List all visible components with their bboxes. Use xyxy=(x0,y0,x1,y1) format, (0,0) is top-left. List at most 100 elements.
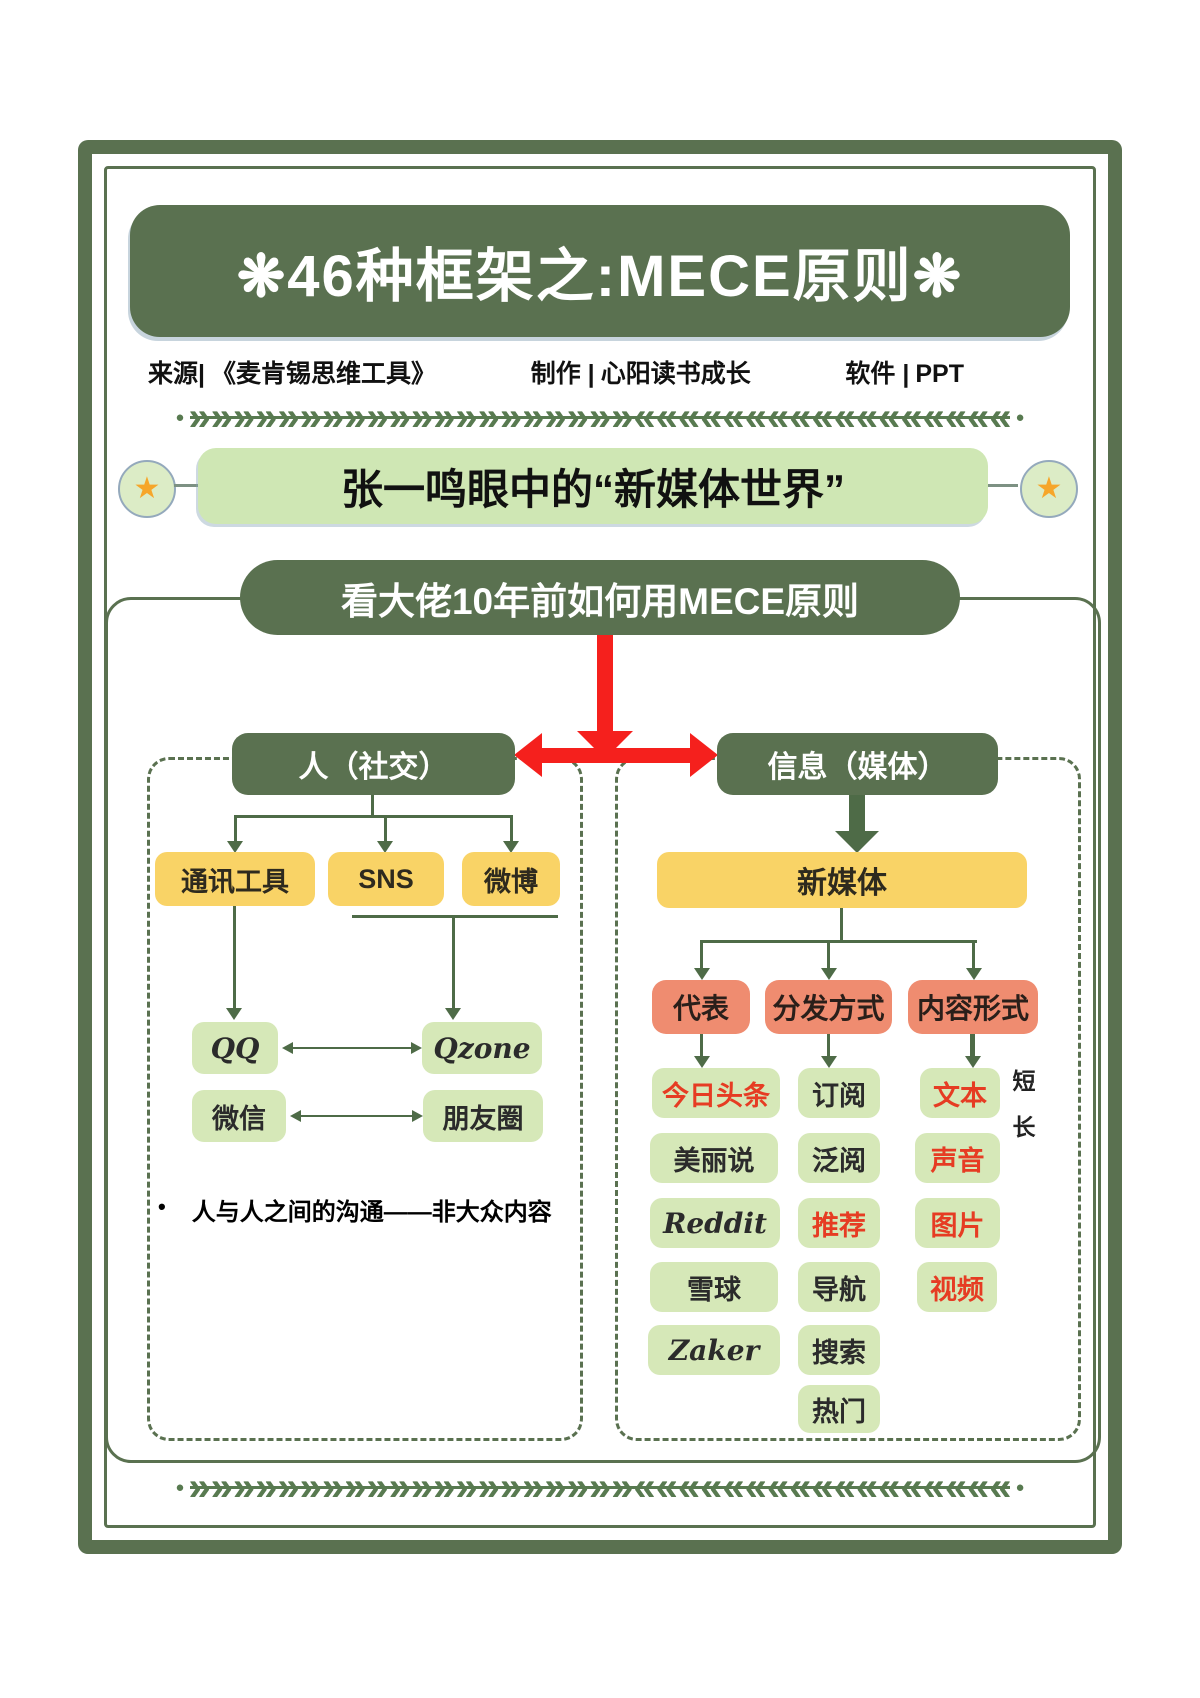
page-title: ❋46种框架之:MECE原则❋ xyxy=(130,205,1070,337)
connector-line xyxy=(972,940,975,970)
arrow-down-icon xyxy=(694,1056,710,1068)
connector-line xyxy=(371,795,374,817)
arrow-down-icon xyxy=(503,841,519,853)
node-weibo: 微博 xyxy=(462,852,560,906)
credit-source-value: 《麦肯锡思维工具》 xyxy=(211,360,437,388)
arrow-down-icon xyxy=(821,968,837,980)
node-audio-form: 声音 xyxy=(915,1133,1000,1183)
node-navigation: 导航 xyxy=(798,1262,880,1312)
arrow-left-icon xyxy=(290,1110,301,1122)
node-hot: 热门 xyxy=(798,1385,880,1433)
node-distribution: 分发方式 xyxy=(765,980,892,1034)
divider-dot-icon: ● xyxy=(175,1478,185,1496)
credit-source: 来源|《麦肯锡思维工具》 xyxy=(148,354,442,390)
connector-line xyxy=(233,906,236,1010)
node-video-form: 视频 xyxy=(917,1262,997,1312)
block-arrow-stem xyxy=(849,795,865,831)
node-xueqiu: 雪球 xyxy=(650,1262,778,1312)
node-comm-tools: 通讯工具 xyxy=(155,852,315,906)
outer-frame xyxy=(78,140,1122,1554)
leaf-divider-bottom: ● »»»»»»»»»»»»»»»»»»»» «««««««««««««««««… xyxy=(150,1466,1050,1508)
arrow-right-icon xyxy=(411,1042,422,1054)
node-moments: 朋友圈 xyxy=(423,1090,543,1142)
node-wechat: 微信 xyxy=(192,1090,286,1142)
credits-row: 来源|《麦肯锡思维工具》 制作 |心阳读书成长 软件 |PPT xyxy=(148,352,970,392)
red-arrow-head-left-icon xyxy=(514,733,542,777)
red-arrow-stem-vertical xyxy=(597,633,613,733)
bullet-icon: • xyxy=(158,1194,166,1219)
credit-software-label: 软件 | xyxy=(845,360,910,388)
credit-source-label: 来源| xyxy=(148,360,205,388)
arrow-down-icon xyxy=(227,841,243,853)
leaf-chevrons-forward-icon: »»»»»»»»»»»»»»»»»»»» xyxy=(188,395,634,439)
connector-line xyxy=(700,940,703,970)
arrow-left-icon xyxy=(282,1042,293,1054)
node-recommend: 推荐 xyxy=(798,1198,880,1248)
connector-line xyxy=(840,908,843,942)
node-qzone: Qzone xyxy=(422,1022,542,1074)
divider-stem xyxy=(190,1486,1010,1489)
arrow-down-icon xyxy=(694,968,710,980)
connector-line xyxy=(452,915,455,1010)
length-note: 短 长 xyxy=(1008,1062,1040,1142)
social-note: • 人与人之间的沟通——非大众内容 xyxy=(152,1192,572,1227)
connector-line xyxy=(384,815,387,843)
connector-line xyxy=(970,1034,975,1058)
node-text-form: 文本 xyxy=(920,1068,1000,1118)
subtitle-pill: 看大佬10年前如何用MECE原则 xyxy=(240,560,960,635)
double-arrow-line xyxy=(296,1115,416,1117)
leaf-divider-top: ● »»»»»»»»»»»»»»»»»»»» «««««««««««««««««… xyxy=(150,396,1050,438)
connector-line xyxy=(827,1034,830,1058)
divider-dot-icon: ● xyxy=(175,408,185,426)
connector-line xyxy=(234,815,237,843)
node-sns: SNS xyxy=(328,852,444,906)
node-content-forms: 内容形式 xyxy=(908,980,1038,1034)
node-toutiao: 今日头条 xyxy=(652,1068,780,1118)
arrow-down-icon xyxy=(377,841,393,853)
leaf-chevrons-forward-icon: »»»»»»»»»»»»»»»»»»»» xyxy=(188,1465,634,1509)
node-qq: QQ xyxy=(192,1022,278,1074)
banner-connector-left xyxy=(174,484,198,487)
node-broad-read: 泛阅 xyxy=(798,1133,880,1183)
arrow-right-icon xyxy=(412,1110,423,1122)
node-subscribe: 订阅 xyxy=(798,1068,880,1118)
connector-line xyxy=(700,1034,703,1058)
leaf-chevrons-backward-icon: ««««««««««««««««« xyxy=(633,395,1012,439)
node-reddit: Reddit xyxy=(650,1198,780,1248)
credit-maker: 制作 |心阳读书成长 xyxy=(531,354,757,390)
arrow-down-icon xyxy=(445,1008,461,1020)
social-note-text: 人与人之间的沟通——非大众内容 xyxy=(191,1199,552,1226)
double-arrow-line xyxy=(288,1047,416,1049)
node-new-media: 新媒体 xyxy=(657,852,1027,908)
credit-software: 软件 |PPT xyxy=(845,354,970,390)
divider-dot-icon: ● xyxy=(1015,1478,1025,1496)
connector-line xyxy=(700,940,977,943)
red-arrow-head-right-icon xyxy=(690,733,718,777)
node-social-header: 人（社交） xyxy=(232,733,515,795)
divider-dot-icon: ● xyxy=(1015,408,1025,426)
node-search: 搜索 xyxy=(798,1325,880,1375)
star-icon: ★ xyxy=(1035,472,1063,505)
length-note-short: 短 xyxy=(1012,1068,1036,1094)
credit-maker-value: 心阳读书成长 xyxy=(600,360,751,388)
arrow-down-icon xyxy=(821,1056,837,1068)
credit-software-value: PPT xyxy=(915,360,964,388)
star-icon: ★ xyxy=(133,472,161,505)
node-meilishuo: 美丽说 xyxy=(650,1133,778,1183)
arrow-down-icon xyxy=(226,1008,242,1020)
arrow-down-icon xyxy=(966,968,982,980)
node-zaker: Zaker xyxy=(648,1325,780,1375)
arrow-down-icon xyxy=(965,1056,981,1068)
section-banner: 张一鸣眼中的“新媒体世界” xyxy=(198,448,988,524)
connector-line xyxy=(352,915,558,918)
length-note-long: 长 xyxy=(1012,1114,1036,1140)
node-media-header: 信息（媒体） xyxy=(717,733,998,795)
leaf-chevrons-backward-icon: ««««««««««««««««« xyxy=(633,1465,1012,1509)
connector-line xyxy=(510,815,513,843)
credit-maker-label: 制作 | xyxy=(530,360,595,388)
connector-line xyxy=(827,940,830,970)
banner-connector-right xyxy=(988,484,1018,487)
node-representatives: 代表 xyxy=(652,980,750,1034)
divider-stem xyxy=(190,416,1010,419)
